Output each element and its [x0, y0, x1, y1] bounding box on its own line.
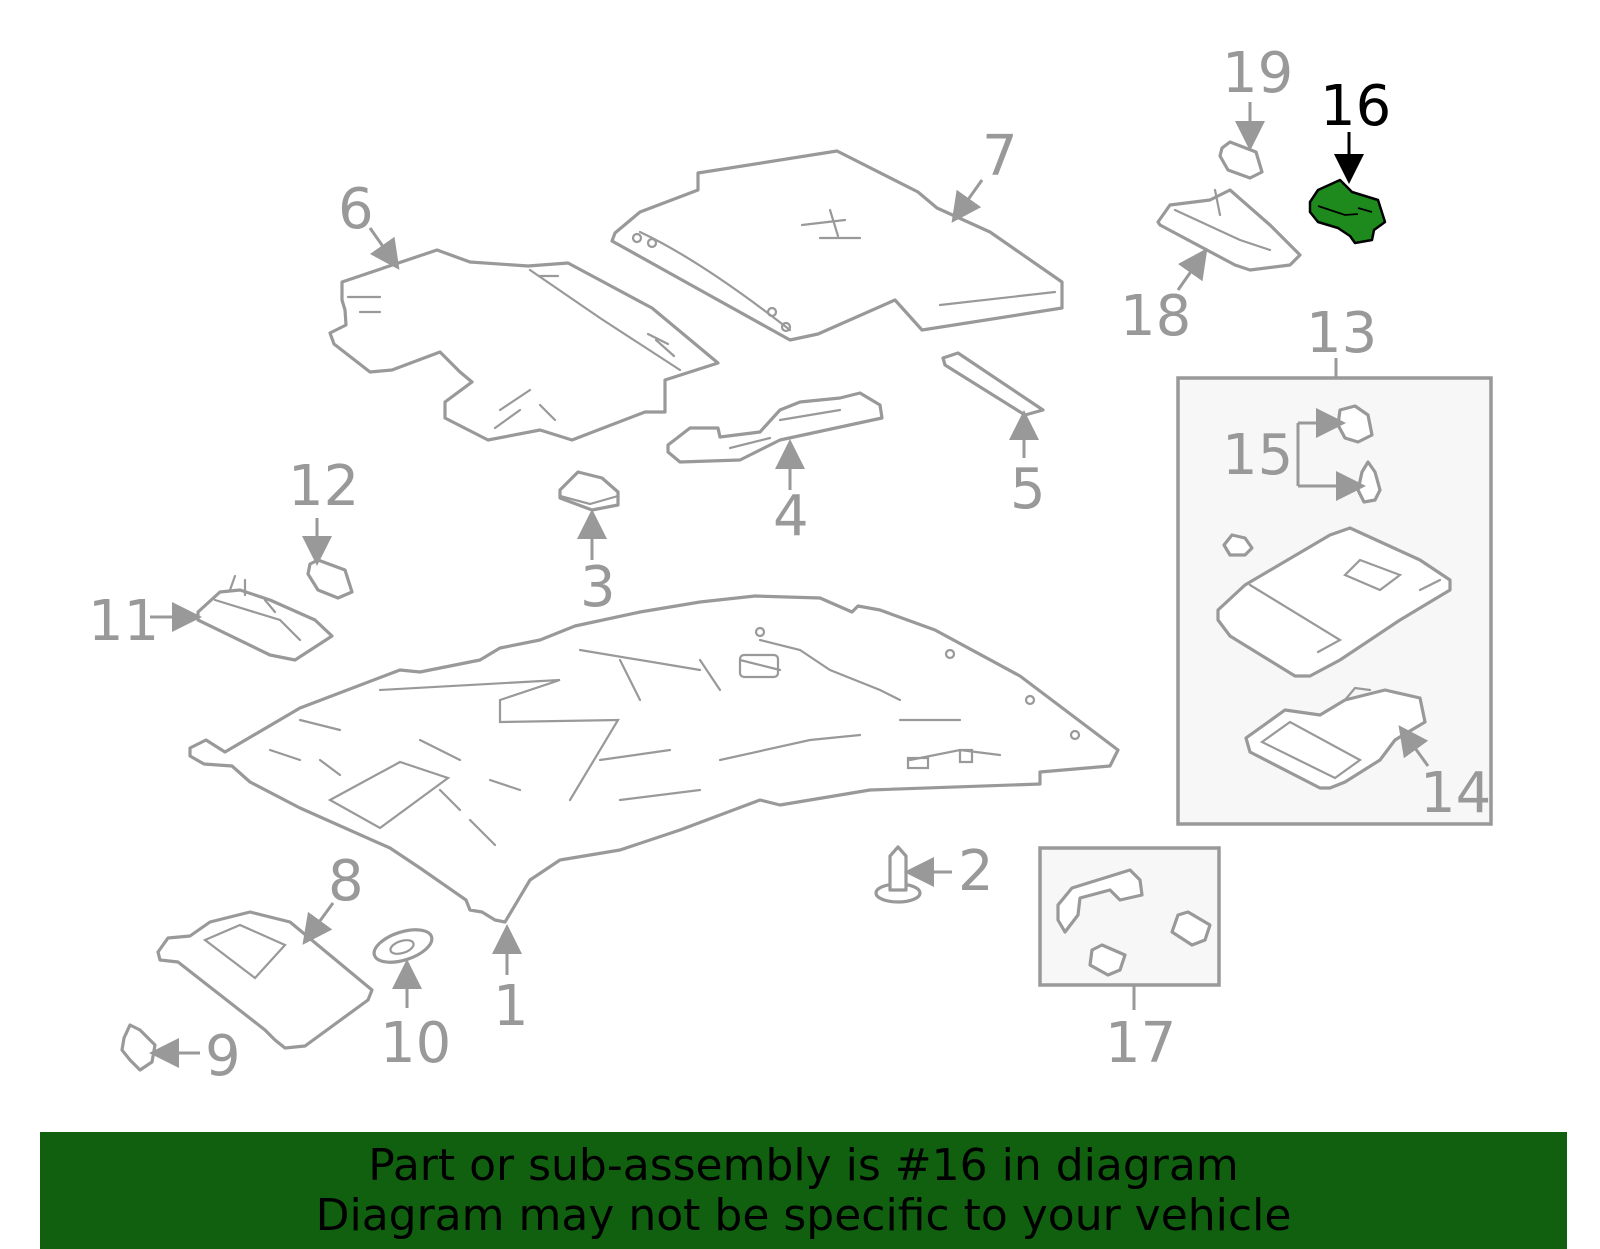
callout-15: 15: [1222, 423, 1293, 488]
part-3-clip: [558, 470, 620, 512]
part-18-lamp-housing: [1156, 188, 1302, 272]
callout-9: 9: [205, 1024, 241, 1089]
callout-5: 5: [1010, 457, 1046, 522]
callout-18: 18: [1120, 284, 1191, 349]
part-11-lamp-housing: [196, 574, 334, 662]
callout-8: 8: [328, 849, 364, 914]
part-17-assist-grip: [1056, 868, 1212, 977]
leader-lines: [149, 102, 1430, 1068]
part-4-bracket: [666, 391, 884, 464]
callout-4: 4: [773, 484, 809, 549]
banner-line-1: Part or sub-assembly is #16 in diagram: [368, 1139, 1239, 1191]
callout-19: 19: [1222, 41, 1293, 106]
part-2-fastener: [874, 845, 922, 904]
callout-10: 10: [380, 1011, 451, 1076]
part-5-strip: [941, 351, 1045, 417]
callout-16: 16: [1320, 74, 1391, 139]
part-19-bulb: [1218, 140, 1264, 180]
part-12-bulb: [306, 558, 354, 600]
part-16-highlighted: [1308, 178, 1387, 245]
part-13-map-lamp: [1216, 526, 1452, 678]
callout-7: 7: [982, 124, 1018, 189]
callout-14: 14: [1420, 761, 1491, 826]
banner-line-2: Diagram may not be specific to your vehi…: [315, 1189, 1292, 1241]
part-10-plug: [372, 928, 434, 964]
callout-12: 12: [288, 454, 359, 519]
part-8-sun-visor: [156, 910, 374, 1050]
callout-6: 6: [338, 177, 374, 242]
callout-3: 3: [580, 555, 616, 620]
callout-13: 13: [1306, 301, 1377, 366]
part-9-clip: [120, 1023, 157, 1072]
callout-2: 2: [958, 839, 994, 904]
callout-11: 11: [88, 589, 159, 654]
info-banner: Part or sub-assembly is #16 in diagram D…: [40, 1132, 1567, 1249]
part-6-roof-insulator: [328, 248, 720, 442]
part-1-headliner: [188, 594, 1120, 924]
callout-17: 17: [1105, 1011, 1176, 1076]
callout-1: 1: [493, 974, 529, 1039]
part-7-roof-panel: [610, 149, 1064, 342]
